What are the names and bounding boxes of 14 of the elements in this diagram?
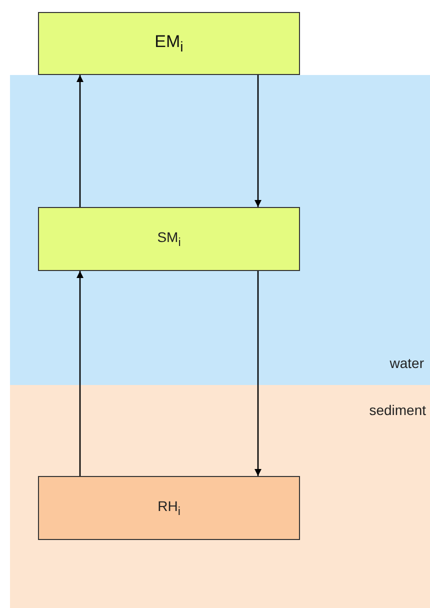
- box-label: SM$_{i}$: [157, 229, 181, 249]
- box-label: EM$_{i}$: [154, 32, 184, 56]
- sediment-layer-band: [10, 385, 430, 608]
- box-label: RH$_{i}$: [158, 498, 180, 518]
- arrow: [254, 75, 262, 207]
- process-box: [38, 476, 300, 540]
- process-box: [38, 12, 300, 75]
- arrow: [76, 271, 84, 476]
- layer-label: water: [390, 355, 424, 371]
- arrow: [254, 271, 262, 476]
- process-box: [38, 207, 300, 271]
- water-layer-band: [10, 75, 430, 385]
- layer-label: sediment: [369, 402, 426, 418]
- arrow: [76, 75, 84, 207]
